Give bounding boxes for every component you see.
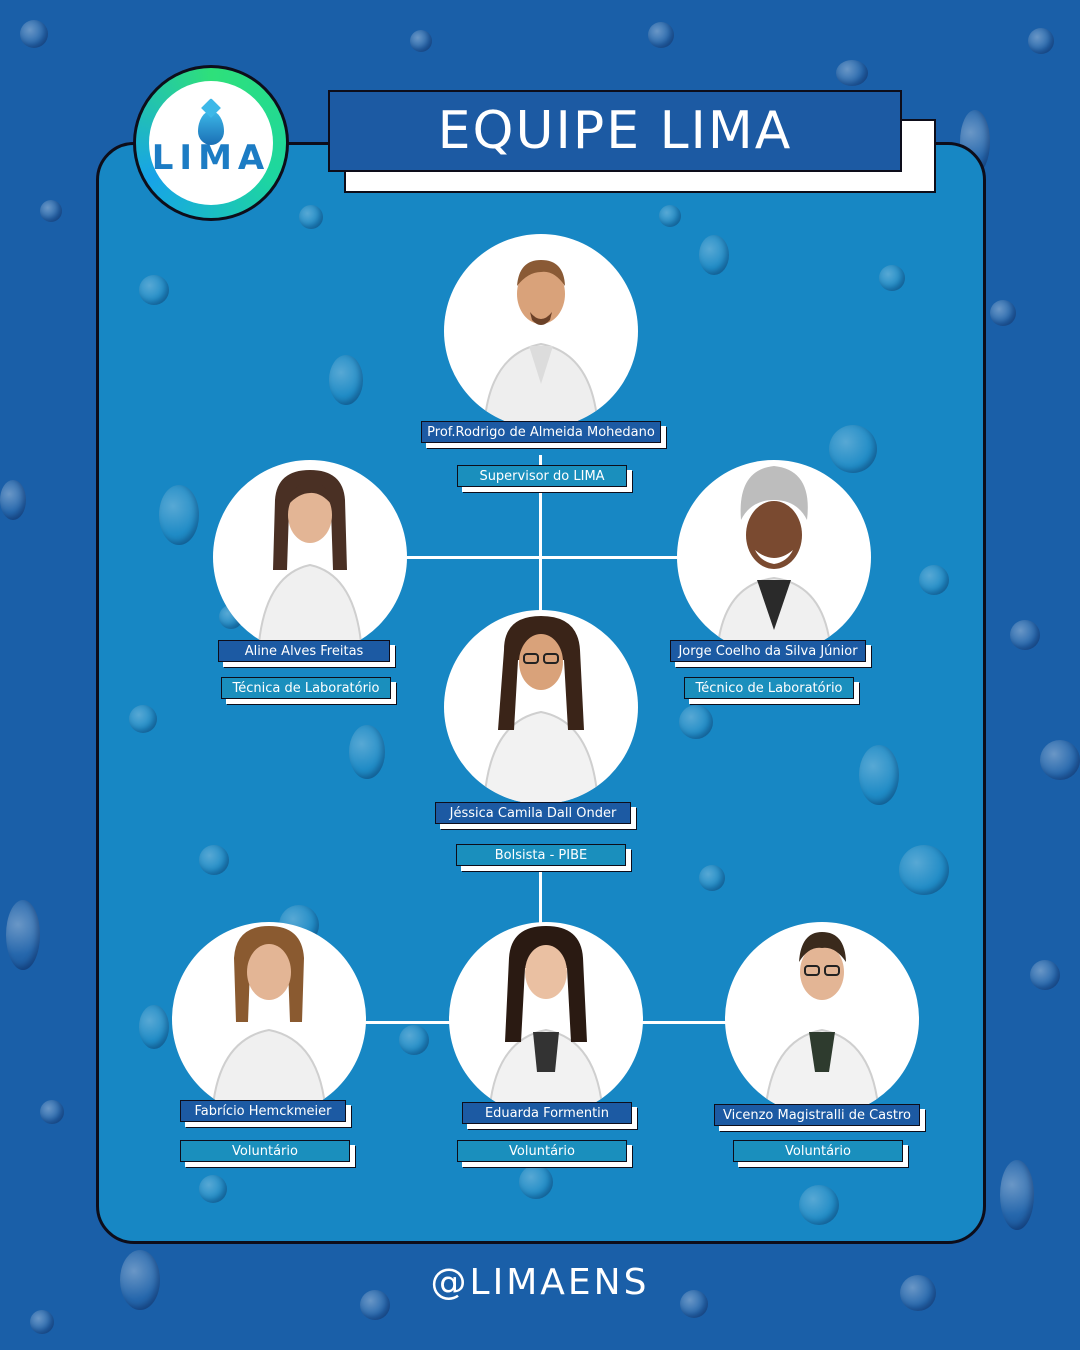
name-label-eduarda: Eduarda Formentin bbox=[462, 1102, 632, 1124]
person-silhouette-icon bbox=[715, 466, 833, 654]
water-drop-icon bbox=[198, 111, 224, 145]
page-title: EQUIPE LIMA bbox=[437, 101, 793, 161]
connector-vertical-bottom bbox=[539, 865, 542, 925]
lima-logo: LIMA bbox=[133, 65, 289, 221]
photo-rodrigo bbox=[444, 234, 638, 428]
social-handle: @LIMAENS bbox=[430, 1262, 650, 1303]
name-label-aline: Aline Alves Freitas bbox=[218, 640, 390, 662]
photo-aline bbox=[213, 460, 407, 654]
name-label-vicenzo: Vicenzo Magistralli de Castro bbox=[714, 1104, 920, 1126]
connector-vertical-top bbox=[539, 455, 542, 625]
person-silhouette-icon bbox=[487, 926, 605, 1116]
person-silhouette-icon bbox=[256, 470, 364, 654]
logo-text: LIMA bbox=[151, 138, 271, 178]
person-silhouette-icon bbox=[763, 932, 881, 1116]
person-silhouette-icon bbox=[210, 926, 328, 1116]
title-banner: EQUIPE LIMA bbox=[328, 90, 902, 172]
photo-eduarda bbox=[449, 922, 643, 1116]
name-label-jorge: Jorge Coelho da Silva Júnior bbox=[670, 640, 866, 662]
person-silhouette-icon bbox=[482, 616, 600, 804]
role-label-jessica: Bolsista - PIBE bbox=[456, 844, 626, 866]
role-label-rodrigo: Supervisor do LIMA bbox=[457, 465, 627, 487]
role-label-vicenzo: Voluntário bbox=[733, 1140, 903, 1162]
name-label-fabricio: Fabrício Hemckmeier bbox=[180, 1100, 346, 1122]
name-label-jessica: Jéssica Camila Dall Onder bbox=[435, 802, 631, 824]
photo-jessica bbox=[444, 610, 638, 804]
role-label-jorge: Técnico de Laboratório bbox=[684, 677, 854, 699]
person-silhouette-icon bbox=[482, 260, 600, 428]
role-label-fabricio: Voluntário bbox=[180, 1140, 350, 1162]
role-label-eduarda: Voluntário bbox=[457, 1140, 627, 1162]
name-label-rodrigo: Prof.Rodrigo de Almeida Mohedano bbox=[421, 421, 661, 443]
connector-horizontal-middle bbox=[405, 556, 677, 559]
role-label-aline: Técnica de Laboratório bbox=[221, 677, 391, 699]
photo-vicenzo bbox=[725, 922, 919, 1116]
photo-jorge bbox=[677, 460, 871, 654]
photo-fabricio bbox=[172, 922, 366, 1116]
